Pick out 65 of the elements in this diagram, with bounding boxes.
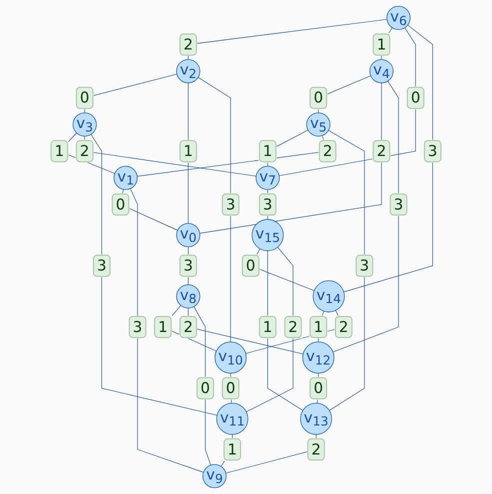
connector — [130, 188, 204, 473]
edge-label: 3 — [183, 256, 193, 274]
edge-label: 2 — [183, 36, 193, 54]
connector — [90, 134, 218, 416]
connector — [84, 136, 256, 176]
node-circle: v$_{2}$ — [176, 59, 200, 84]
edge-label: 1 — [262, 142, 272, 160]
edge-label: 0 — [200, 379, 210, 397]
node-circle: v$_{10}$ — [214, 342, 247, 374]
edge-label: 0 — [314, 89, 324, 107]
node-circle: v$_{6}$ — [386, 6, 411, 30]
edge-label: 1 — [262, 318, 272, 336]
node-circle: v$_{12}$ — [302, 342, 334, 374]
connector — [84, 74, 178, 114]
edge-label: 3 — [394, 196, 404, 214]
edge-label: 1 — [228, 440, 238, 458]
edge-label: 3 — [226, 196, 236, 214]
connector — [267, 130, 308, 166]
edge-label: 2 — [80, 142, 90, 160]
edge-label: 1 — [376, 36, 386, 54]
edge-label: 3 — [96, 256, 106, 274]
node-circle: v$_{13}$ — [300, 402, 332, 435]
edge-label: 2 — [322, 142, 332, 160]
edge-label: 2 — [376, 142, 386, 160]
node-circle: v$_{14}$ — [312, 280, 345, 312]
connector — [316, 372, 319, 404]
node-circle: v$_{5}$ — [306, 112, 330, 137]
connector — [318, 75, 371, 114]
edge-label: 1 — [158, 318, 168, 336]
node-circle: v$_{4}$ — [369, 59, 394, 84]
edge-label: 2 — [311, 440, 321, 458]
edge-label: 0 — [246, 256, 256, 274]
edge-label: 3 — [428, 142, 438, 160]
connector — [188, 19, 388, 60]
edge-label: 1 — [314, 318, 324, 336]
connector — [120, 189, 178, 231]
node-circle: v$_{0}$ — [176, 223, 200, 248]
edge-label: 2 — [288, 318, 298, 336]
node-circle: v$_{15}$ — [252, 219, 284, 252]
edge-label: 1 — [54, 142, 64, 160]
node-circle: v$_{1}$ — [114, 166, 138, 190]
connector — [199, 82, 382, 234]
edge-label: 3 — [262, 196, 272, 214]
connector — [246, 246, 294, 412]
edge-label: 0 — [226, 379, 236, 397]
edge-label: 0 — [314, 379, 324, 397]
connector — [226, 434, 316, 474]
node-circle: v$_{11}$ — [216, 402, 248, 435]
connector — [198, 77, 231, 342]
connector — [230, 372, 232, 404]
edge-label: 0 — [80, 89, 90, 107]
edge-label: 3 — [360, 256, 370, 274]
connector — [328, 130, 365, 411]
node-circle: v$_{8}$ — [176, 284, 200, 308]
node-circle: v$_{3}$ — [72, 112, 97, 137]
edge-label: 1 — [183, 142, 193, 160]
edge-label: 2 — [338, 318, 348, 336]
edge-label: 0 — [410, 89, 420, 107]
edge-label: 2 — [183, 318, 193, 336]
edge-label: 0 — [116, 196, 126, 214]
node-circle: v$_{7}$ — [256, 166, 280, 190]
connector — [194, 306, 211, 466]
node-circle: v$_{9}$ — [202, 464, 227, 488]
connector — [343, 24, 433, 292]
edge-label: 3 — [132, 318, 142, 336]
